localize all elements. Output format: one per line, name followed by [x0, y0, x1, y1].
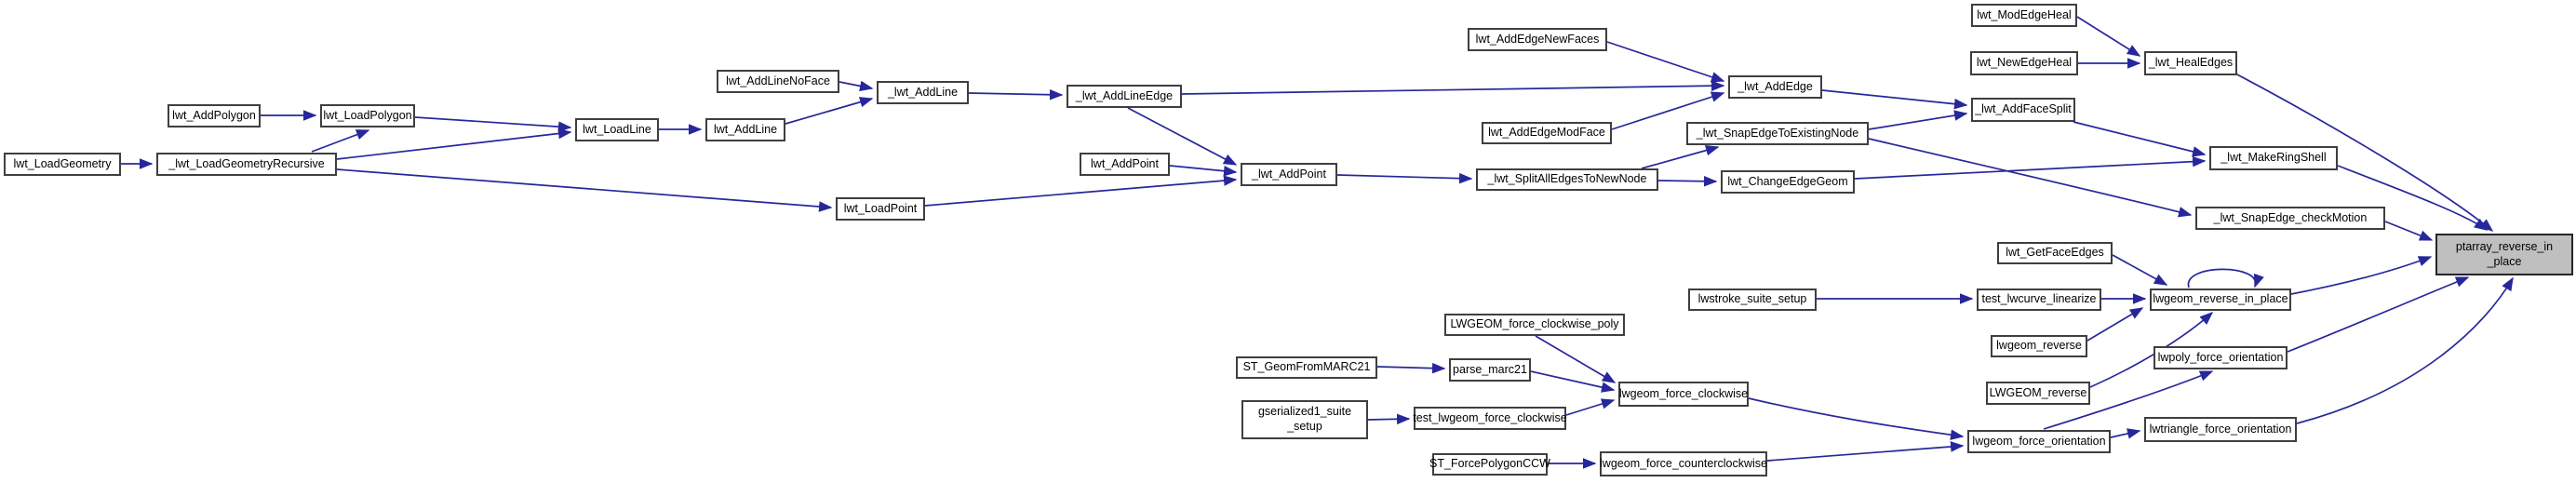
node-lwstroke_suite_setup[interactable]: lwstroke_suite_setup	[1688, 288, 1817, 311]
node-_lwt_HealEdges[interactable]: _lwt_HealEdges	[2144, 51, 2237, 75]
edge-_lwt_AddFaceSplit-_lwt_MakeRingShell	[2073, 121, 2207, 157]
node-ptarray_reverse_in_place: ptarray_reverse_in _place	[2435, 234, 2573, 275]
node-lwtriangle_force_orientation[interactable]: lwtriangle_force_orientation	[2144, 417, 2297, 442]
node-lwt_AddEdgeModFace[interactable]: lwt_AddEdgeModFace	[1482, 122, 1612, 144]
edge-_lwt_AddLine-_lwt_AddLineEdge	[968, 88, 1064, 101]
node-_lwt_AddLineEdge[interactable]: _lwt_AddLineEdge	[1067, 85, 1182, 108]
node-_lwt_AddPoint[interactable]: _lwt_AddPoint	[1241, 163, 1337, 186]
node-lwt_LoadPoint[interactable]: lwt_LoadPoint	[836, 197, 925, 221]
node-lwt_AddLine[interactable]: lwt_AddLine	[705, 118, 785, 141]
edge-parse_marc21-lwgeom_force_clockwise	[1530, 370, 1616, 393]
node-ST_ForcePolygonCCW[interactable]: ST_ForcePolygonCCW	[1429, 453, 1550, 476]
node-lwt_AddEdgeNewFaces[interactable]: lwt_AddEdgeNewFaces	[1468, 28, 1607, 51]
edge-_lwt_SnapEdge_checkMotion-ptarray_reverse_in_place	[2384, 221, 2434, 241]
edge-lwgeom_force_orientation-lwtriangle_force_orientation	[2110, 428, 2141, 439]
edge-lwgeom_reverse_in_place-self-loop	[2188, 268, 2264, 288]
node-lwpoly_force_orientation[interactable]: lwpoly_force_orientation	[2153, 346, 2288, 369]
edge-lwgeom_force_orientation-lwpoly_force_orientation	[2043, 370, 2214, 430]
node-_lwt_SnapEdgeToExistingNode[interactable]: _lwt_SnapEdgeToExistingNode	[1686, 122, 1869, 145]
node-lwgeom_force_counterclockwise[interactable]: lwgeom_force_counterclockwise	[1600, 451, 1767, 476]
edge-lwpoly_force_orientation-ptarray_reverse_in_place	[2287, 276, 2470, 353]
node-lwgeom_reverse_in_place[interactable]: lwgeom_reverse_in_place	[2150, 288, 2291, 311]
node-lwt_LoadPolygon[interactable]: lwt_LoadPolygon	[320, 104, 415, 127]
node-lwgeom_force_orientation[interactable]: lwgeom_force_orientation	[1967, 430, 2111, 453]
edge-_lwt_LoadGeometryRecursive-lwt_LoadLine	[336, 127, 572, 160]
node-lwt_ChangeEdgeGeom[interactable]: lwt_ChangeEdgeGeom	[1721, 170, 1855, 194]
node-lwt_ModEdgeHeal[interactable]: lwt_ModEdgeHeal	[1971, 4, 2077, 27]
edge-_lwt_LoadGeometryRecursive-lwt_LoadPolygon	[311, 129, 370, 153]
edge-_lwt_SnapEdgeToExistingNode-_lwt_AddFaceSplit	[1868, 110, 1968, 130]
node-_lwt_MakeRingShell[interactable]: _lwt_MakeRingShell	[2209, 146, 2338, 170]
edge-lwt_ModEdgeHeal-_lwt_HealEdges	[2076, 16, 2141, 57]
edge-_lwt_HealEdges-ptarray_reverse_in_place	[2233, 72, 2494, 232]
node-test_lwcurve_linearize[interactable]: test_lwcurve_linearize	[1977, 288, 2101, 311]
edge-lwgeom_reverse_in_place-ptarray_reverse_in_place	[2290, 256, 2433, 295]
node-_lwt_AddEdge[interactable]: _lwt_AddEdge	[1728, 75, 1822, 99]
edge-_lwt_SplitAllEdgesToNewNode-_lwt_SnapEdgeToExistingNode	[1641, 144, 1720, 169]
node-lwt_NewEdgeHeal[interactable]: lwt_NewEdgeHeal	[1970, 51, 2078, 75]
edge-lwt_AddLineNoFace-_lwt_AddLine	[839, 80, 874, 92]
edge-ST_GeomFromMARC21-parse_marc21	[1376, 362, 1446, 374]
edge-test_lwgeom_force_clockwise-lwgeom_force_clockwise	[1565, 398, 1616, 416]
node-LWGEOM_reverse[interactable]: LWGEOM_reverse	[1986, 382, 2090, 405]
edge-_lwt_AddLineEdge-_lwt_AddEdge	[1181, 80, 1725, 95]
edge-lwgeom_reverse-lwgeom_reverse_in_place	[2086, 307, 2144, 342]
edge-lwtriangle_force_orientation-ptarray_reverse_in_place	[2296, 276, 2514, 424]
edge-_lwt_AddLineEdge-_lwt_AddPoint	[1127, 107, 1238, 166]
edge-lwgeom_force_clockwise-lwgeom_force_orientation	[1748, 397, 1965, 440]
node-_lwt_SnapEdge_checkMotion[interactable]: _lwt_SnapEdge_checkMotion	[2195, 207, 2385, 230]
edge-_lwt_SnapEdgeToExistingNode-_lwt_SnapEdge_checkMotion	[1868, 138, 2193, 218]
node-_lwt_AddFaceSplit[interactable]: _lwt_AddFaceSplit	[1971, 98, 2075, 122]
node-lwt_LoadLine[interactable]: lwt_LoadLine	[575, 118, 659, 141]
node-parse_marc21[interactable]: parse_marc21	[1449, 358, 1531, 382]
node-_lwt_SplitAllEdgesToNewNode[interactable]: _lwt_SplitAllEdgesToNewNode	[1476, 168, 1658, 191]
node-lwt_GetFaceEdges[interactable]: lwt_GetFaceEdges	[1997, 242, 2113, 264]
node-_lwt_AddLine[interactable]: _lwt_AddLine	[877, 81, 969, 104]
edge-lwt_ChangeEdgeGeom-_lwt_MakeRingShell	[1854, 155, 2207, 180]
edge-lwt_AddEdgeNewFaces-_lwt_AddEdge	[1606, 41, 1725, 83]
edge-lwt_AddEdgeModFace-_lwt_AddEdge	[1611, 91, 1725, 130]
edge-gserialized1_suite_setup-test_lwgeom_force_clockwise	[1367, 413, 1411, 425]
edge-_lwt_AddPoint-_lwt_SplitAllEdgesToNewNode	[1336, 172, 1473, 184]
edge-_lwt_MakeRingShell-ptarray_reverse_in_place	[2337, 165, 2489, 231]
node-lwt_AddPolygon[interactable]: lwt_AddPolygon	[168, 104, 261, 127]
edge-lwt_AddPoint-_lwt_AddPoint	[1169, 165, 1238, 177]
edge-lwt_LoadPoint-_lwt_AddPoint	[924, 175, 1238, 207]
node-lwt_AddPoint[interactable]: lwt_AddPoint	[1080, 153, 1170, 176]
edge-LWGEOM_force_clockwise_poly-lwgeom_force_clockwise	[1535, 335, 1617, 383]
node-_lwt_LoadGeometryRecursive[interactable]: _lwt_LoadGeometryRecursive	[156, 153, 337, 176]
node-test_lwgeom_force_clockwise[interactable]: test_lwgeom_force_clockwise	[1413, 407, 1567, 430]
edge-_lwt_AddEdge-_lwt_AddFaceSplit	[1821, 89, 1968, 110]
node-lwgeom_reverse[interactable]: lwgeom_reverse	[1991, 335, 2087, 357]
edge-_lwt_LoadGeometryRecursive-lwt_LoadPoint	[336, 168, 833, 212]
node-lwt_LoadGeometry[interactable]: lwt_LoadGeometry	[4, 153, 121, 176]
node-lwgeom_force_clockwise[interactable]: lwgeom_force_clockwise	[1618, 382, 1749, 407]
edge-lwgeom_force_counterclockwise-lwgeom_force_orientation	[1766, 441, 1965, 462]
node-lwt_AddLineNoFace[interactable]: lwt_AddLineNoFace	[717, 70, 839, 93]
edge-lwt_LoadPolygon-lwt_LoadLine	[414, 116, 572, 132]
edge-lwt_GetFaceEdges-lwgeom_reverse_in_place	[2112, 254, 2168, 286]
node-LWGEOM_force_clockwise_poly[interactable]: LWGEOM_force_clockwise_poly	[1444, 314, 1625, 336]
node-ST_GeomFromMARC21[interactable]: ST_GeomFromMARC21	[1236, 356, 1377, 379]
edge-lwt_AddLine-_lwt_AddLine	[785, 97, 874, 125]
node-gserialized1_suite_setup[interactable]: gserialized1_suite _setup	[1241, 400, 1368, 439]
